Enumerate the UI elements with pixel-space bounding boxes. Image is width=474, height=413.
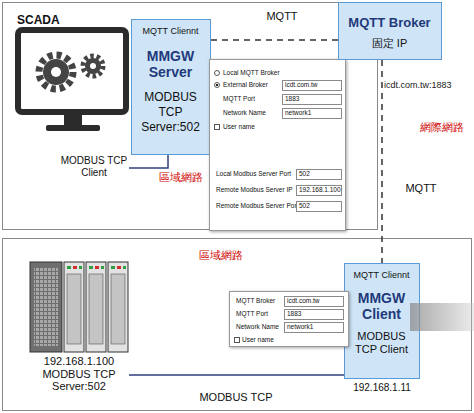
node-text: User name [242, 336, 274, 344]
led-green [67, 266, 71, 269]
node-text: Remote Modbus Server Port [216, 202, 298, 210]
settings-dialog: MQTT Broker icdt.com.twMQTT Port 1883Netwo… [229, 291, 349, 347]
node-text: User name [223, 123, 255, 131]
broker-box: MQTT Broker 固定 IP [338, 2, 442, 60]
led-green [101, 266, 104, 269]
node-text: MODBUS TCP Client [59, 155, 129, 179]
node-text: Local MQTT Broker [223, 69, 280, 77]
input-field-value: network1 [284, 322, 344, 333]
rack-module [64, 262, 84, 352]
node-text: 192.168.1.11 [331, 382, 433, 394]
input-field-value: 502 [296, 201, 342, 212]
gear-body [85, 58, 101, 74]
node-text: MQTT Broker [236, 297, 275, 305]
node-text: MQTT Broker [339, 15, 440, 31]
led-red [117, 266, 121, 269]
node-text: 區域網路 [159, 171, 203, 184]
module-face [89, 274, 103, 344]
network-region: 區域網路192.168.1.100 MODBUS TCP Server:502M… [2, 238, 472, 411]
module-face [111, 274, 125, 344]
led-green [89, 266, 93, 269]
free-label: icdt.com.tw:1883 [384, 80, 452, 90]
edge-label: MQTT [405, 182, 436, 194]
input-field-value: 502 [296, 169, 342, 180]
node-text: MQTT Port [236, 310, 268, 318]
input-field-value: 1883 [282, 94, 342, 105]
node-text: MQTT Cliennt [132, 26, 209, 37]
node-text: External Broker [223, 81, 268, 89]
scada-station: SCADA MODBUS TCP Client [11, 9, 129, 181]
edge-label: MODBUS TCP [199, 391, 272, 403]
node-text: MQTT Cliennt [345, 270, 418, 281]
node-text: Remote Modbus Server IP [216, 186, 293, 194]
node-text: Network Name [236, 323, 279, 331]
input-field-value: icdt.com.tw [282, 80, 342, 91]
node-text: MODBUS TCP Client [345, 330, 418, 356]
node-text: SCADA [17, 13, 60, 27]
led-green [79, 266, 82, 269]
free-label: 網際網路 [420, 120, 464, 135]
rack-module [86, 262, 106, 352]
gear-teeth [83, 56, 103, 76]
monitor-stand [64, 114, 82, 126]
node-text: Local Modbus Server Port [216, 170, 291, 178]
gear-hole [90, 63, 96, 69]
gateway-box: MQTT ClienntMMGW ClientMODBUS TCP Client… [344, 263, 420, 379]
network-region: 區域網路SCADAMODBUS TCP ClientMQTT ClienntMM… [2, 2, 378, 230]
monitor-frame [18, 30, 126, 112]
node-text: 區域網路 [199, 249, 243, 262]
mqtt-link [381, 60, 383, 263]
led-green [111, 266, 115, 269]
checkbox [234, 337, 240, 343]
rack-module [108, 262, 128, 352]
node-text: MQTT Port [223, 95, 255, 103]
edge-label: MQTT [266, 10, 297, 22]
gear-body [43, 59, 69, 85]
settings-dialog: Local MQTT BrokerExternal Broker icdt.com… [209, 59, 346, 231]
monitor-base [46, 125, 100, 131]
input-field-value: network1 [282, 108, 342, 119]
grey-overlay [410, 303, 474, 331]
node-text: MODBUS TCP Server:502 [132, 90, 209, 135]
input-field-value: 192.168.1.100 [296, 185, 342, 196]
led-red [95, 266, 99, 269]
node-text: Network Name [223, 109, 266, 117]
led-red [73, 266, 77, 269]
mqtt-link [211, 39, 338, 41]
led-green [123, 266, 126, 269]
rack-module [30, 262, 62, 352]
gear-hole [51, 67, 61, 77]
node-text: 固定 IP [339, 37, 440, 50]
network-link [129, 155, 168, 168]
input-field-value: 1883 [284, 309, 344, 320]
radio-button [214, 70, 220, 76]
checkbox [214, 124, 220, 130]
gateway-box: MQTT ClienntMMGW ServerMODBUS TCP Server… [131, 19, 211, 155]
rack-grid [34, 268, 58, 346]
radio-button [214, 82, 220, 88]
node-text: MMGW Client [345, 290, 418, 322]
input-field-value: icdt.com.tw [284, 296, 344, 307]
gear-teeth [39, 55, 73, 89]
plc-rack: 192.168.1.100 MODBUS TCP Server:502 [29, 263, 129, 393]
node-text: MMGW Server [132, 48, 209, 80]
node-text: 192.168.1.100 MODBUS TCP Server:502 [37, 355, 121, 393]
network-link [129, 374, 344, 376]
module-face [67, 274, 81, 344]
